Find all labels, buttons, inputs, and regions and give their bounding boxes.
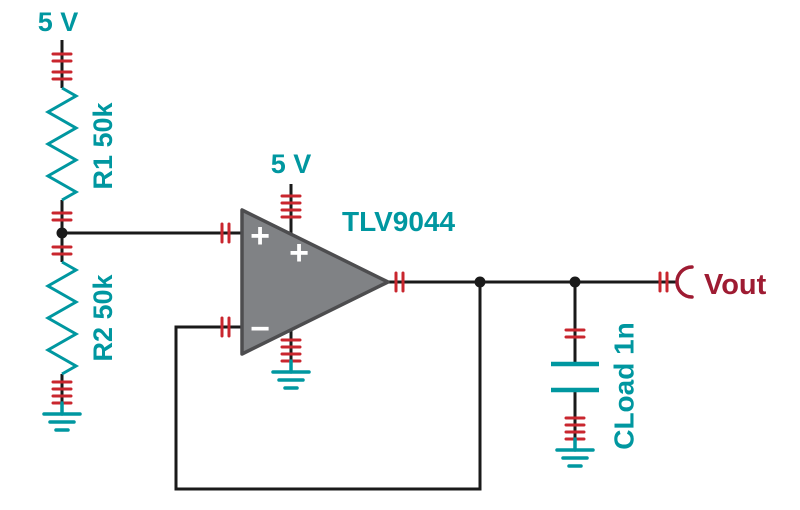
pin-marker-vout [658,271,669,293]
opamp-supply-label: 5 V [271,149,312,179]
wire-feedback [174,282,482,491]
opamp-part-label: TLV9044 [342,206,456,237]
pin-marker-cload-top [564,328,586,339]
pin-markers [51,52,669,441]
opamp-noninverting-symbol: + [250,217,270,255]
pin-marker-noninverting-input [220,222,231,244]
junction-divider-tap [56,227,68,239]
resistor-r2[interactable] [44,260,80,376]
pin-marker-r1-bottom [51,211,73,222]
ground-symbol-cload[interactable] [555,437,595,468]
resistor-r1[interactable] [44,86,80,202]
ground-symbol-divider[interactable] [42,401,82,432]
ground-symbol-opamp[interactable] [271,359,311,390]
wires [60,40,678,491]
resistor-r2-label: R2 50k [88,273,118,361]
pin-marker-inverting-input [220,316,231,338]
pin-marker-opamp-vplus [280,208,302,219]
junction-feedback-tap [474,276,486,288]
pin-marker-r2-top [51,245,73,256]
pin-marker-supply2 [280,194,302,205]
pin-marker-r1-top [51,70,73,81]
capacitor-cload-label: CLoad 1n [609,322,640,450]
opamp-supply-plus-symbol: + [289,234,309,272]
resistor-r2-zigzag [44,260,80,376]
divider-supply-label: 5 V [38,7,79,37]
vout-terminal-arc [675,265,694,299]
opamp-tlv9044[interactable]: + + − [240,208,390,356]
pin-marker-opamp-vminus [280,338,302,349]
vout-terminal[interactable] [675,265,694,299]
junction-cload-tap [569,276,581,288]
pin-marker-r2-bottom [51,380,73,391]
pin-marker-cload-bottom [564,416,586,427]
resistor-r1-zigzag [44,86,80,202]
vout-net-label: Vout [704,269,767,301]
pin-marker-supply1 [51,52,73,63]
capacitor-cload[interactable] [551,361,599,393]
opamp-inverting-symbol: − [250,310,270,348]
opamp-triangle [240,208,390,356]
pin-marker-opamp-output [394,271,405,293]
resistor-r1-label: R1 50k [88,101,118,189]
